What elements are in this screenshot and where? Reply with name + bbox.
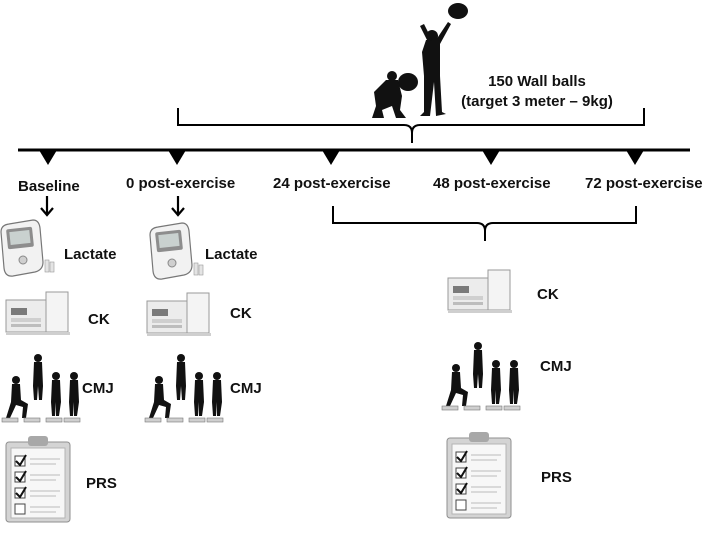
timepoint-marker-72h [626, 150, 644, 165]
lactate-meter-icon [0, 219, 55, 277]
ck-analyzer-icon [447, 269, 513, 314]
timepoint-label-0h: 0 post-exercise [126, 175, 236, 192]
timepoint-marker-48h [482, 150, 500, 165]
measure-label-ck: CK [537, 286, 559, 303]
followup-brace [332, 206, 637, 241]
timepoint-marker-0h [168, 150, 186, 165]
measure-label-cmj: CMJ [540, 358, 572, 375]
prs-clipboard-icon [5, 435, 71, 523]
measure-label-ck: CK [88, 311, 110, 328]
arrow-down-icon [171, 196, 185, 217]
timepoint-label-48h: 48 post-exercise [433, 175, 551, 192]
lactate-meter-icon [149, 222, 204, 280]
ck-analyzer-icon [5, 291, 71, 336]
timepoint-label-24h: 24 post-exercise [273, 175, 391, 192]
measure-label-cmj: CMJ [230, 380, 262, 397]
ck-analyzer-icon [146, 292, 212, 337]
arrow-down-icon [40, 196, 54, 217]
measure-label-lactate: Lactate [64, 246, 117, 263]
timepoint-label-baseline: Baseline [18, 178, 80, 195]
timepoint-marker-baseline [39, 150, 57, 165]
wall-ball-athletes-illustration [372, 3, 468, 118]
timepoint-label-72h: 72 post-exercise [585, 175, 703, 192]
measure-label-cmj: CMJ [82, 380, 114, 397]
timepoint-marker-24h [322, 150, 340, 165]
measure-label-prs: PRS [86, 475, 117, 492]
cmj-jump-icon [144, 353, 224, 423]
exercise-label-line1: 150 Wall balls [488, 73, 586, 90]
exercise-brace [177, 108, 645, 143]
measure-label-prs: PRS [541, 469, 572, 486]
measure-label-ck: CK [230, 305, 252, 322]
cmj-jump-icon [1, 353, 81, 423]
exercise-label: 150 Wall balls (target 3 meter – 9kg) [444, 72, 630, 112]
cmj-jump-icon [441, 341, 521, 411]
prs-clipboard-icon [446, 431, 512, 519]
measure-label-lactate: Lactate [205, 246, 258, 263]
exercise-label-line2: (target 3 meter – 9kg) [461, 93, 613, 110]
